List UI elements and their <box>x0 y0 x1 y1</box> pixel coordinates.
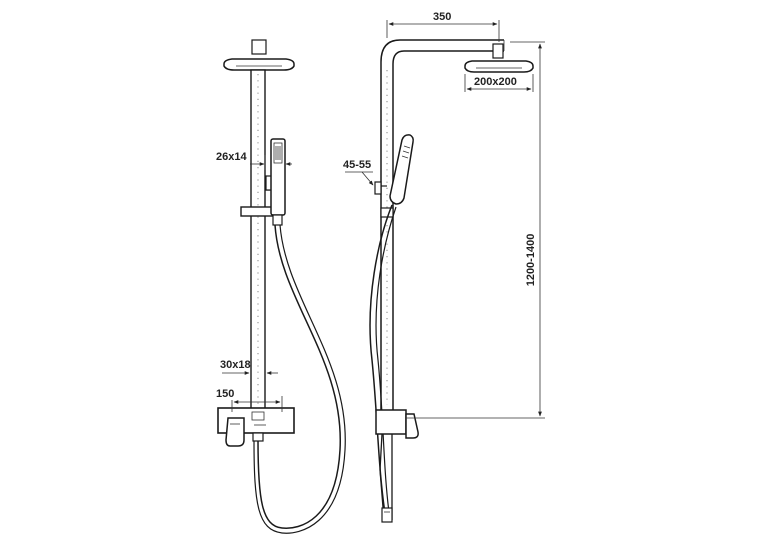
front-mixer-lever <box>225 417 245 447</box>
dim-label-150: 150 <box>216 388 234 400</box>
side-shower-head <box>464 60 534 73</box>
front-dim-26x14: 26x14 <box>216 151 292 170</box>
side-dim-200x200: 200x200 <box>464 74 534 92</box>
front-top-connector <box>251 39 267 55</box>
front-shower-head <box>223 58 295 71</box>
front-slider-block <box>240 206 276 217</box>
dim-label-350: 350 <box>433 11 451 23</box>
front-dim-150: 150 <box>216 388 283 412</box>
side-head-connector <box>492 43 504 59</box>
front-riser-pipe <box>250 69 266 411</box>
side-view <box>369 39 534 523</box>
dim-label-26x14: 26x14 <box>216 151 247 163</box>
side-dim-45-55: 45-55 <box>343 159 374 186</box>
dim-label-200x200: 200x200 <box>474 76 517 88</box>
dim-label-1200-1400: 1200-1400 <box>525 234 537 287</box>
side-holder-knob <box>374 181 382 195</box>
front-hose <box>257 224 341 529</box>
side-dim-350: 350 <box>386 11 500 42</box>
front-dim-30x18: 30x18 <box>220 359 278 375</box>
dim-label-30x18: 30x18 <box>220 359 251 371</box>
side-mixer-body <box>375 409 407 435</box>
side-mixer-lever <box>405 413 419 439</box>
front-view <box>217 39 346 534</box>
dim-label-45-55: 45-55 <box>343 159 371 171</box>
side-dim-1200-1400: 1200-1400 <box>406 41 545 419</box>
side-riser-arm <box>380 39 504 412</box>
